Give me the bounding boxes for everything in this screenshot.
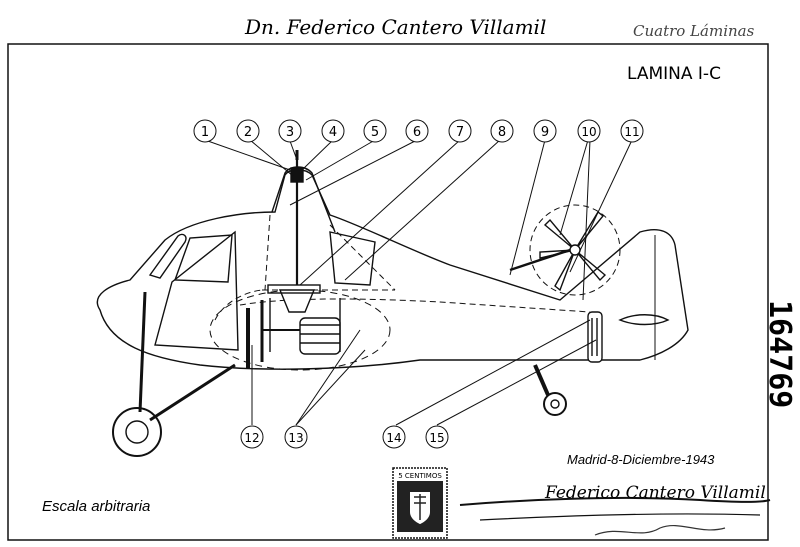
callout-4: 4: [321, 119, 345, 143]
callout-8: 8: [490, 119, 514, 143]
tail-gear-strut: [533, 364, 550, 396]
engine-block: [299, 317, 341, 355]
callout-3: 3: [278, 119, 302, 143]
tail-plane: [618, 314, 670, 326]
main-gear-brace: [149, 363, 236, 422]
callout-12: 12: [240, 425, 264, 449]
svg-text:9: 9: [541, 125, 549, 140]
callout-13: 13: [284, 425, 308, 449]
rear-window: [329, 231, 376, 286]
tail-wheel-hub: [550, 399, 560, 409]
callouts-bottom: 12 13 14 15: [240, 425, 449, 449]
internal-frame: [214, 214, 591, 321]
callout-10: 10: [577, 119, 601, 143]
stamp-number: 164769: [762, 300, 797, 408]
sheet-title: LAMINA I-C: [627, 64, 721, 84]
rotor-hub: [290, 167, 304, 183]
svg-text:13: 13: [288, 431, 303, 445]
svg-text:2: 2: [244, 125, 252, 140]
svg-text:6: 6: [413, 125, 421, 140]
callout-11: 11: [620, 119, 644, 143]
svg-text:3: 3: [286, 125, 294, 140]
elevator-hinge: [587, 311, 603, 363]
callout-7: 7: [448, 119, 472, 143]
signature: Federico Cantero Villamil: [544, 483, 766, 503]
applicant-name: Dn. Federico Cantero Villamil: [244, 15, 546, 39]
callout-1: 1: [193, 119, 217, 143]
svg-text:14: 14: [386, 431, 401, 445]
callout-2: 2: [236, 119, 260, 143]
svg-text:12: 12: [244, 431, 259, 445]
front-window: [148, 233, 187, 279]
leader-lines: [204, 139, 633, 426]
revenue-stamp: 5 CENTIMOS: [392, 467, 448, 539]
date-line: Madrid-8-Diciembre-1943: [567, 452, 715, 467]
secondary-signature: [594, 524, 726, 536]
door-panel: [154, 230, 239, 351]
callout-9: 9: [533, 119, 557, 143]
svg-text:5: 5: [371, 125, 379, 140]
svg-text:15: 15: [429, 431, 444, 445]
svg-text:8: 8: [498, 125, 506, 140]
stamp-value: 5 CENTIMOS: [398, 472, 442, 480]
gearbox: [278, 289, 316, 313]
svg-text:1: 1: [201, 125, 209, 140]
callout-6: 6: [405, 119, 429, 143]
gearbox-plate: [267, 284, 321, 294]
main-wheel: [112, 407, 162, 457]
scale-note: Escala arbitraria: [42, 498, 150, 515]
autogiro-drawing: [96, 150, 689, 457]
tail-wheel: [543, 392, 567, 416]
svg-text:10: 10: [581, 125, 596, 139]
callout-5: 5: [363, 119, 387, 143]
svg-text:7: 7: [456, 125, 464, 140]
main-gear-strut: [138, 291, 147, 413]
callout-14: 14: [382, 425, 406, 449]
sheet-border: [7, 43, 769, 541]
tail-rotor-shaft: [509, 248, 571, 272]
svg-text:4: 4: [329, 125, 337, 140]
callout-15: 15: [425, 425, 449, 449]
tail-rotor-disc: [529, 204, 621, 296]
pages-note: Cuatro Láminas: [633, 22, 755, 40]
svg-text:11: 11: [624, 125, 639, 139]
main-wheel-hub: [125, 420, 149, 444]
signature-block: Federico Cantero Villamil: [459, 483, 771, 536]
callouts-top: 1 2 3 4 5 6 7 8 9 10 11: [193, 119, 644, 143]
